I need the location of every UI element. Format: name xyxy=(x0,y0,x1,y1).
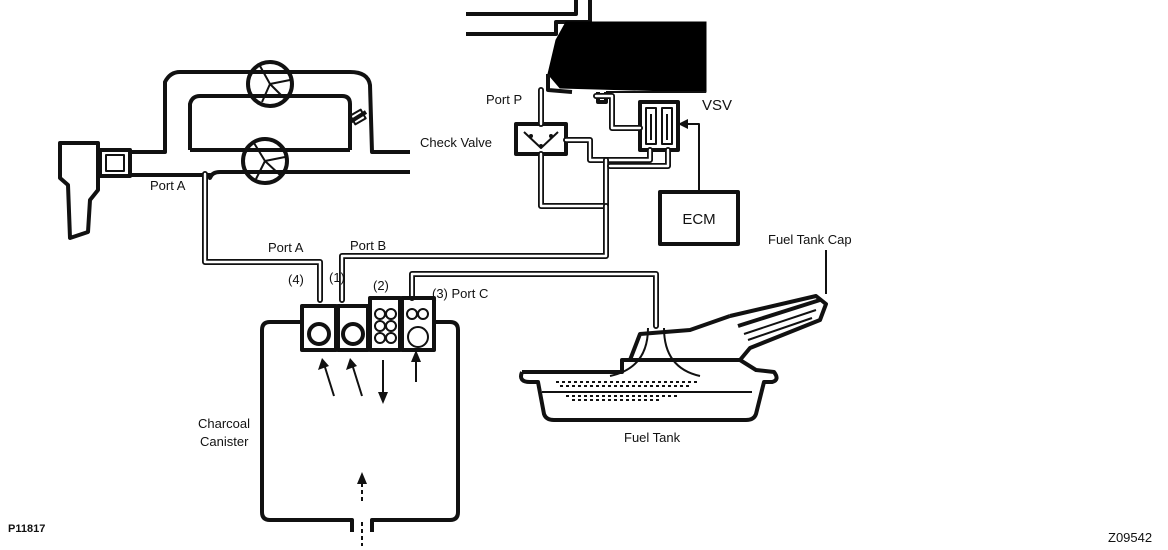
port-a-lower-label: Port A xyxy=(268,240,304,255)
port-c-line xyxy=(409,271,659,329)
port-b-line xyxy=(339,203,609,303)
fuel-tank-label: Fuel Tank xyxy=(624,430,681,445)
vsv-label: VSV xyxy=(702,97,732,114)
ecm-label: ECM xyxy=(682,211,715,228)
num-3-port-c-label: (3) Port C xyxy=(432,286,488,301)
vsv-valve xyxy=(638,100,680,152)
num-4-label: (4) xyxy=(288,272,304,287)
ecm-box: ECM xyxy=(658,190,740,246)
check-valve xyxy=(514,122,568,156)
num-2-label: (2) xyxy=(373,278,389,293)
port-a-line xyxy=(202,171,323,303)
engine-block xyxy=(466,0,707,104)
charcoal-label: Charcoal xyxy=(198,416,250,431)
port-b-label: Port B xyxy=(350,238,386,253)
throttle-lower-icon xyxy=(241,137,289,185)
canister-flow-arrows xyxy=(318,350,421,546)
num-1-label: (1) xyxy=(329,270,345,285)
intake-duct xyxy=(130,70,410,180)
port-p-label: Port P xyxy=(486,92,522,107)
check-valve-label: Check Valve xyxy=(420,135,492,150)
throttle-upper-icon xyxy=(246,60,294,108)
code-left-label: P11817 xyxy=(8,523,45,535)
fuel-tank-cap-label: Fuel Tank Cap xyxy=(768,232,852,247)
vacuum-hoses xyxy=(538,87,671,209)
fuel-filler-neck xyxy=(729,250,828,362)
ecm-signal-line xyxy=(678,119,700,192)
port-a-upper-label: Port A xyxy=(150,178,186,193)
canister-label: Canister xyxy=(200,434,249,449)
charcoal-canister xyxy=(260,296,460,532)
fuel-tank xyxy=(519,314,779,422)
diaphragm-icon xyxy=(348,108,368,126)
code-right-label: Z09542 xyxy=(1108,530,1152,545)
air-cleaner-outlet xyxy=(58,141,132,240)
